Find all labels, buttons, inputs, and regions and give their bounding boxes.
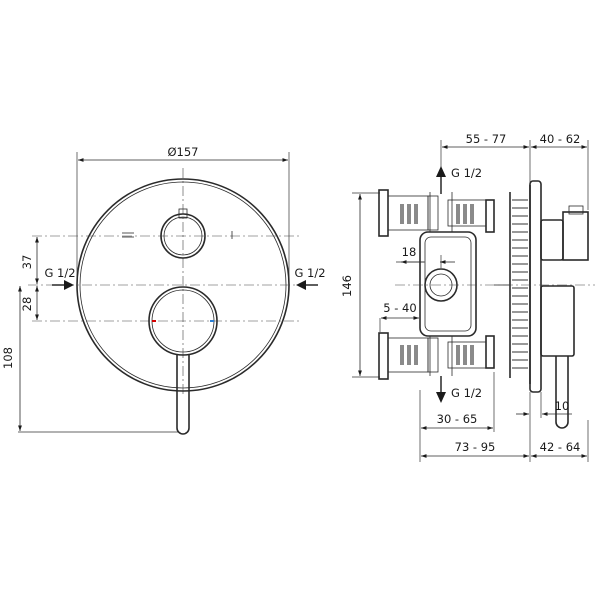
upper-connection: [378, 189, 495, 237]
inlet-right-label: G 1/2: [294, 266, 325, 280]
dimension-146: 146: [340, 275, 354, 297]
diameter-label: Ø157: [167, 145, 198, 159]
dimension-5-40: 5 - 40: [383, 301, 416, 315]
threaded-sleeve: [494, 185, 531, 384]
dimension-10: 10: [555, 399, 570, 413]
outlet-bottom-label: G 1/2: [451, 386, 482, 400]
valve-body: [419, 192, 477, 376]
side-view: 55 - 77 40 - 62 G 1/2 146: [340, 132, 595, 462]
inlet-left-label: G 1/2: [44, 266, 75, 280]
mixer-lever: [148, 286, 218, 435]
dimension-108: 108: [1, 347, 15, 369]
front-view: Ø157 37: [1, 145, 326, 435]
dimension-55-77: 55 - 77: [466, 132, 507, 146]
dimension-42-64: 42 - 64: [540, 440, 581, 454]
diverter-knob: [122, 208, 233, 259]
outlet-top-label: G 1/2: [451, 166, 482, 180]
diverter-knob-side: [540, 205, 589, 261]
dimension-28: 28: [20, 297, 34, 312]
mixer-lever-side: [540, 285, 575, 429]
wall-plate: [529, 180, 542, 393]
dimension-37: 37: [20, 255, 34, 270]
dimension-40-62: 40 - 62: [540, 132, 581, 146]
dimension-30-65: 30 - 65: [437, 412, 478, 426]
dimension-73-95: 73 - 95: [455, 440, 496, 454]
dimension-18: 18: [402, 245, 417, 259]
lower-connection: [378, 332, 495, 380]
